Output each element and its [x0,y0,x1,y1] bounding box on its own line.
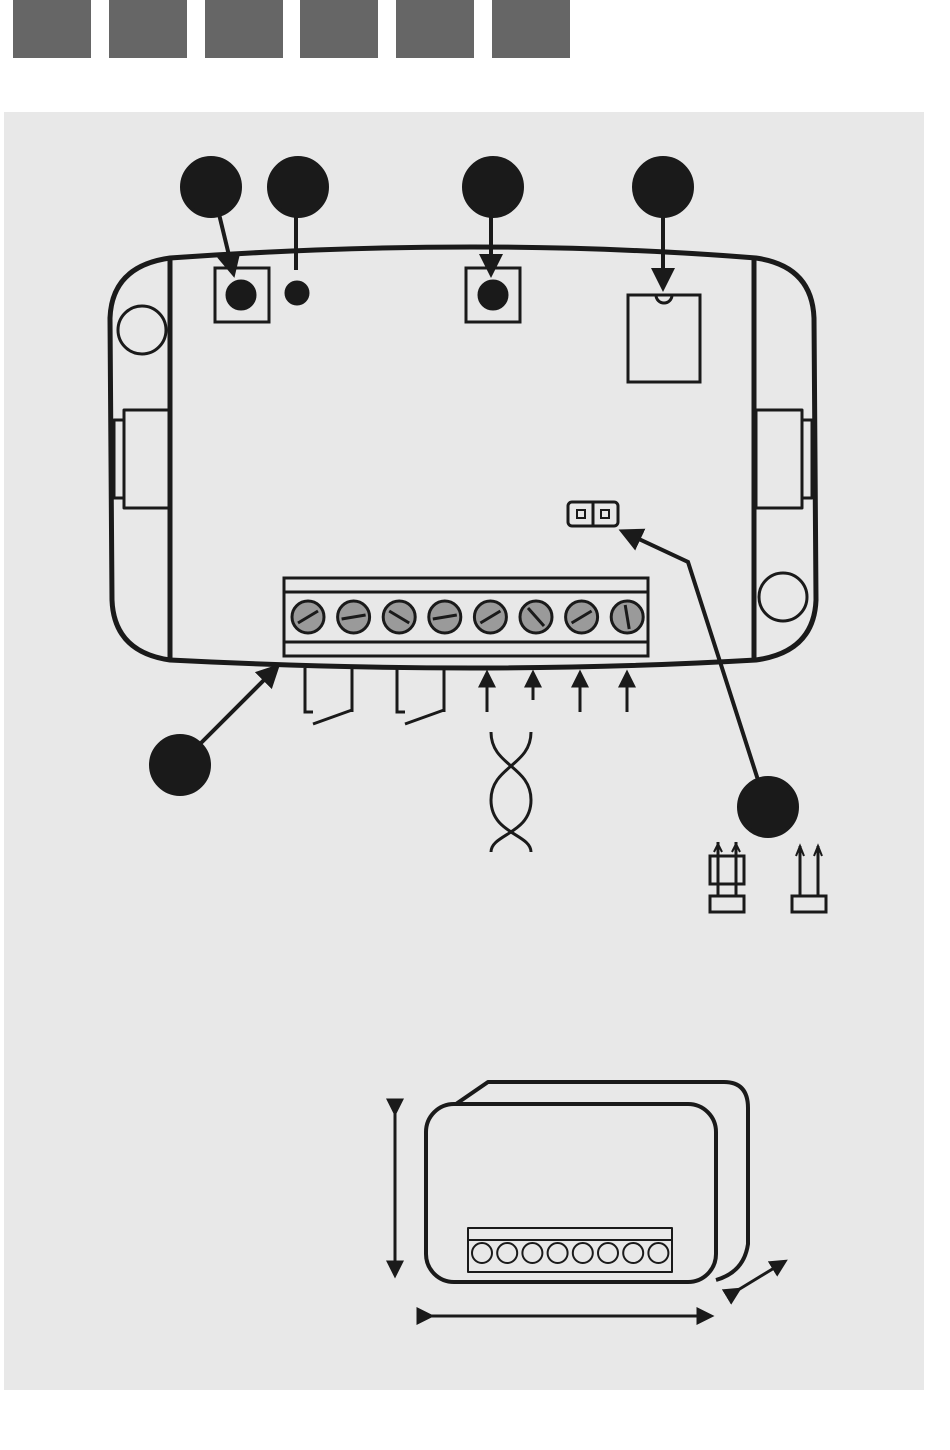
side-clip-left [124,410,170,508]
callout-button-1 [182,158,240,216]
callout-jumper [739,778,797,836]
callout-led [269,158,327,216]
callout-chip [634,158,692,216]
callout-button-2 [464,158,522,216]
mounting-hole-bottom-right [759,573,807,621]
chip [628,295,700,382]
status-led [286,282,308,304]
callout-terminal-block [151,736,209,794]
relay-contact-1 [305,668,352,724]
relay-contact-2 [397,668,444,724]
jumper-positions [710,842,826,912]
jumper-pin-2 [601,510,609,518]
side-clip-right [756,410,802,508]
jumper-pin-1 [577,510,585,518]
dimension-view [395,1082,784,1316]
pcb-components [215,268,700,526]
callouts [151,158,797,836]
device-3d-terminal [598,1243,618,1263]
mounting-hole-top-left [118,306,166,354]
device-3d-terminal [472,1243,492,1263]
device-3d-terminal [573,1243,593,1263]
device-3d-back [456,1082,748,1280]
push-button-2 [479,281,507,309]
device-3d-terminal [548,1243,568,1263]
device-3d-terminal [623,1243,643,1263]
wiring [305,668,627,852]
depth-arrow [738,1262,784,1290]
jumper-closed [710,842,744,912]
jumper-open [792,846,826,912]
push-button-1 [227,281,255,309]
device-3d-terminal [648,1243,668,1263]
device-3d-terminal [522,1243,542,1263]
callout-button-1-arrow [219,214,233,272]
terminal-screws [292,601,643,633]
callout-terminal-arrow [200,668,276,744]
device-3d-terminal [497,1243,517,1263]
side-clip-left-inner [114,420,124,498]
side-clip-right-inner [802,420,812,498]
device-3d-terminals [472,1243,668,1263]
terminal-block [284,578,648,656]
